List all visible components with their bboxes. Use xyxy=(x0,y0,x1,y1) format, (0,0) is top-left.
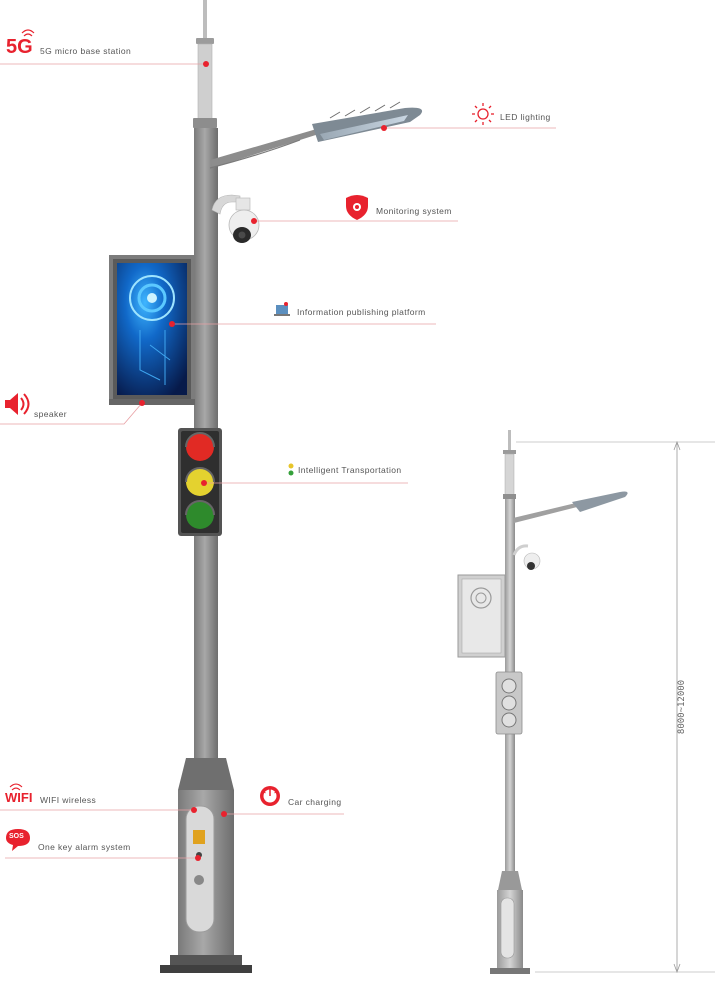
callout-lines xyxy=(0,63,556,859)
led-lamp-head xyxy=(312,101,423,142)
speaker-icon xyxy=(5,393,30,415)
large-pole xyxy=(109,0,423,973)
wifi-logo: WIFI xyxy=(5,790,33,805)
wifi-wave-icon xyxy=(9,783,23,791)
sos-icon xyxy=(6,829,30,851)
pole-base-cabinet xyxy=(160,758,252,973)
shield-icon xyxy=(346,195,368,220)
camera-dome xyxy=(211,194,260,243)
label-information-publishing-platform: Information publishing platform xyxy=(297,307,426,317)
sun-icon xyxy=(472,103,494,125)
label-monitoring-system: Monitoring system xyxy=(376,206,452,216)
5g-logo: 5G xyxy=(6,36,33,58)
label-led-lighting: LED lighting xyxy=(500,112,551,122)
info-screen xyxy=(109,255,195,405)
dimension-label: 8000~12000 xyxy=(677,679,688,735)
screen-icon xyxy=(274,302,290,316)
label-speaker: speaker xyxy=(34,409,68,419)
height-dimension xyxy=(516,440,715,974)
traffic-light xyxy=(178,428,222,536)
gauge-icon xyxy=(260,786,280,806)
label-intelligent-transportation: Intelligent Transportation xyxy=(298,465,402,475)
signal-wave-icon xyxy=(21,29,35,37)
label-5g-micro-base-station: 5G micro base station xyxy=(40,46,132,56)
label-car-charging: Car charging xyxy=(288,797,342,807)
sos-logo: SOS xyxy=(9,833,24,840)
callout-dots xyxy=(139,61,387,861)
small-pole xyxy=(457,430,628,974)
label-one-key-alarm-system: One key alarm system xyxy=(38,842,131,852)
traffic-dots-icon xyxy=(288,463,294,476)
label-wifi-wireless: WIFI wireless xyxy=(40,795,97,805)
